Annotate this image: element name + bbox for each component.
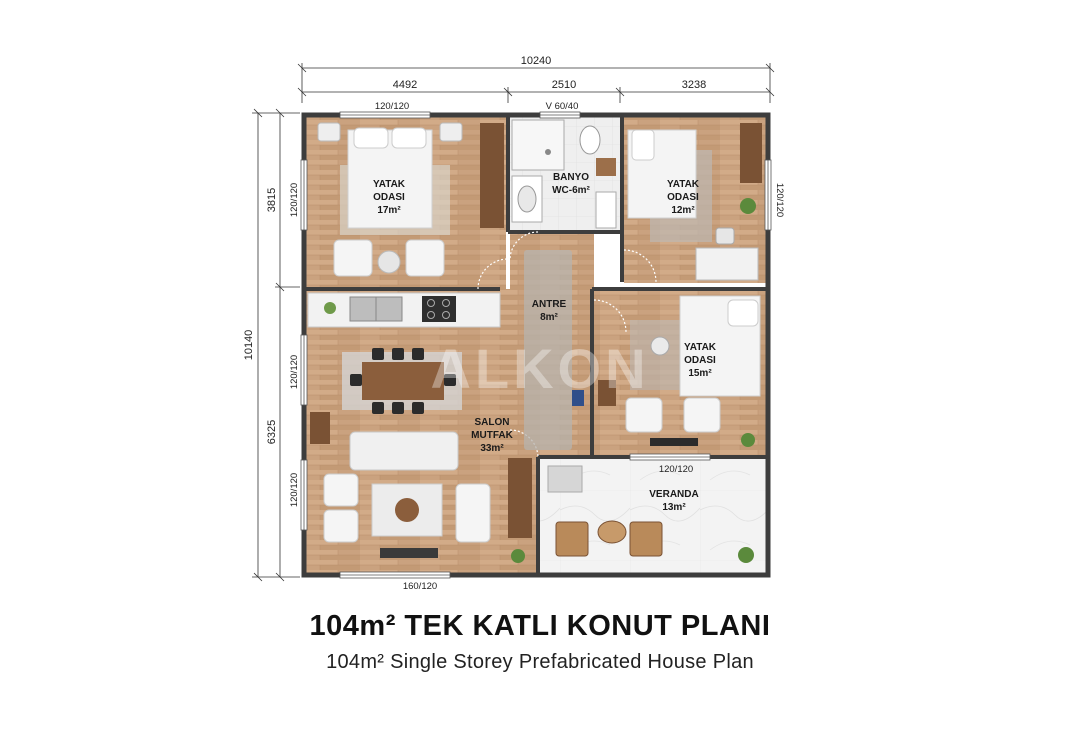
- room-bedroom3-line2: ODASI: [684, 355, 716, 366]
- room-bedroom1-area: 17m²: [377, 205, 401, 216]
- room-bedroom1-line1: YATAK: [373, 179, 406, 190]
- window-label-top-left: 120/120: [375, 101, 409, 112]
- room-bedroom2-line1: YATAK: [667, 179, 700, 190]
- room-bedroom2-line2: ODASI: [667, 192, 699, 203]
- room-hall-area: 8m²: [540, 312, 558, 323]
- windows: [300, 111, 772, 579]
- page-title: 104m² TEK KATLI KONUT PLANI: [309, 610, 771, 642]
- window-label-left-upper: 120/120: [289, 183, 300, 217]
- room-bedroom1-line2: ODASI: [373, 192, 405, 203]
- window-label-left-mid: 120/120: [289, 355, 300, 389]
- dim-seg1: 4492: [393, 79, 417, 91]
- room-hall-line1: ANTRE: [532, 299, 567, 310]
- room-bathroom-line2: WC-6m²: [552, 185, 590, 196]
- room-veranda-line1: VERANDA: [649, 489, 698, 500]
- bedroom1-furniture: [317, 122, 504, 277]
- window-label-left-lower: 120/120: [289, 473, 300, 507]
- dim-lower: 6325: [266, 420, 278, 444]
- room-bedroom3-area: 15m²: [688, 368, 712, 379]
- dim-total-width: 10240: [521, 55, 552, 67]
- watermark: ALKON: [430, 337, 649, 400]
- window-label-top-bath: V 60/40: [546, 101, 579, 112]
- dim-seg2: 2510: [552, 79, 576, 91]
- dim-upper: 3815: [266, 188, 278, 212]
- floor-plan: 10240 4492 2510 3238 10140 3815 6325: [243, 55, 785, 592]
- room-living-line2: MUTFAK: [471, 430, 513, 441]
- window-label-right-upper: 120/120: [774, 183, 785, 217]
- room-living-area: 33m²: [480, 443, 504, 454]
- dim-seg3: 3238: [682, 79, 706, 91]
- room-living-line1: SALON: [475, 417, 510, 428]
- living-furniture: [310, 412, 532, 563]
- window-label-veranda-top: 120/120: [659, 464, 693, 475]
- kitchen-counter: [307, 292, 501, 328]
- hall-runner: [524, 250, 572, 450]
- bathroom-fixtures: [511, 119, 617, 229]
- dim-total-height: 10140: [243, 330, 255, 361]
- room-bedroom3-line1: YATAK: [684, 342, 717, 353]
- room-bathroom-line1: BANYO: [553, 172, 589, 183]
- room-bedroom2-area: 12m²: [671, 205, 695, 216]
- room-veranda-area: 13m²: [662, 502, 686, 513]
- window-label-bottom: 160/120: [403, 581, 437, 592]
- dimension-lines: [252, 63, 775, 582]
- veranda-furniture: [547, 465, 754, 563]
- bedroom3-furniture: [572, 295, 761, 447]
- page-subtitle: 104m² Single Storey Prefabricated House …: [326, 651, 754, 673]
- dining-area: [342, 348, 462, 414]
- bedroom2-furniture: [627, 123, 762, 281]
